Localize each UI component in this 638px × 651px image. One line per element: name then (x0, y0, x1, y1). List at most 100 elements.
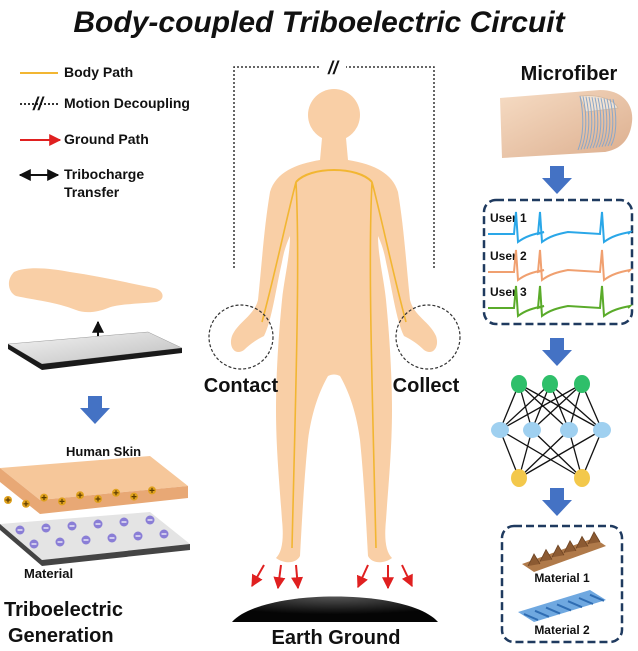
network-connection (499, 383, 583, 431)
material-1-ridge (527, 553, 541, 567)
signals-to-network-arrow (542, 338, 572, 366)
triboelectric-generation-label-line2: Generation (8, 625, 114, 647)
microfiber-thread (610, 99, 617, 146)
material-1-sample (522, 531, 606, 572)
ground-arrow-right-3 (401, 564, 413, 588)
user-signal-trace (488, 249, 634, 282)
negative-charge (55, 537, 65, 547)
material-2-stripe (534, 609, 550, 618)
microfiber-thread (580, 96, 587, 150)
positive-charge (148, 486, 156, 495)
material-2-label: Material 2 (534, 623, 590, 637)
positive-charges (4, 486, 156, 508)
plus-sign (59, 498, 65, 504)
material-1-ridge (539, 548, 553, 562)
negative-charge (93, 519, 103, 529)
negative-charges (15, 515, 169, 549)
microfiber-thread (604, 98, 611, 147)
collect-label: Collect (393, 375, 460, 397)
material-1-label: Material 1 (534, 571, 590, 585)
human-skin-label: Human Skin (66, 444, 141, 459)
positive-charge (130, 492, 138, 501)
diagram-title: Body-coupled Triboelectric Circuit (73, 6, 566, 39)
user-signal-trace (488, 285, 634, 318)
positive-charge (40, 493, 48, 502)
network-connections (499, 383, 603, 479)
legend-tribocharge-label-line2: Transfer (64, 184, 120, 200)
microfiber-finger (500, 90, 633, 158)
body-silhouette (230, 138, 438, 563)
signals-box (482, 198, 634, 326)
negative-charge (29, 539, 39, 549)
material-2-stripe (578, 597, 594, 605)
user-label: User 2 (490, 249, 527, 263)
microfiber-thread (601, 98, 608, 148)
plus-sign (23, 501, 29, 507)
microfiber-thread (607, 98, 614, 147)
plus-sign (131, 494, 137, 500)
network-node-output (574, 469, 590, 487)
material-2-stripe (567, 600, 583, 609)
body-head (308, 89, 360, 141)
negative-charge (107, 533, 117, 543)
collect-hand-circle (395, 304, 461, 370)
material-2-stripe (523, 613, 539, 621)
network-node-hidden (491, 422, 509, 438)
material-1-ridge (563, 539, 577, 553)
network-connection (518, 383, 603, 431)
body-path-left (261, 181, 299, 549)
earth-ground-label: Earth Ground (272, 627, 401, 649)
skin-layer-side (0, 468, 188, 514)
contact-plate-edge (8, 344, 182, 370)
left-flow-arrow (80, 396, 110, 424)
material-1-ridge (587, 531, 601, 545)
user-signal-trace (488, 211, 634, 244)
negative-charge (41, 523, 51, 533)
positive-charge (94, 495, 102, 503)
plus-sign (5, 497, 11, 503)
microfiber-thread (592, 97, 599, 149)
body-path-right (369, 181, 407, 549)
earth-ground-dome (232, 596, 438, 622)
network-connection (518, 383, 570, 431)
negative-charge (119, 517, 129, 527)
network-node-output (511, 469, 527, 487)
plus-sign (77, 492, 83, 498)
material-2-stripe (545, 606, 561, 615)
triboelectric-generation-label-line1: Triboelectric (4, 599, 123, 621)
positive-charge (22, 499, 30, 508)
network-connection (518, 429, 603, 479)
decoupling-mark: // (327, 58, 340, 78)
microfiber-label: Microfiber (521, 63, 618, 85)
microfiber-thread (589, 97, 596, 149)
negative-charge (159, 529, 169, 539)
network-connection (531, 383, 583, 431)
network-node-input (542, 375, 558, 393)
ground-path-arrows (251, 564, 413, 590)
network-node-input (574, 375, 590, 393)
material-label: Material (24, 566, 73, 581)
tribo-layers (0, 456, 190, 566)
legend-tribocharge-label-line1: Tribocharge (64, 166, 144, 182)
material-2-stripe (556, 603, 572, 612)
negative-charge (81, 535, 91, 545)
microfiber-thread (595, 97, 602, 148)
network-connection (531, 429, 583, 479)
negative-charge (15, 525, 25, 535)
material-layer-side (0, 524, 190, 566)
microfiber-threads (577, 95, 617, 151)
contact-label: Contact (204, 375, 279, 397)
network-connection (499, 383, 551, 431)
plus-sign (95, 496, 101, 502)
network-node-input (511, 375, 527, 393)
skin-layer (0, 456, 188, 500)
microfiber-thread (586, 96, 593, 149)
microfiber-thread (583, 96, 590, 150)
body-path-shoulders (295, 169, 373, 183)
legend-decoupling-mark: // (32, 94, 45, 114)
neural-network (491, 375, 611, 487)
material-1-ridge (551, 544, 565, 558)
network-connection (518, 429, 570, 479)
positive-charge (76, 491, 84, 500)
